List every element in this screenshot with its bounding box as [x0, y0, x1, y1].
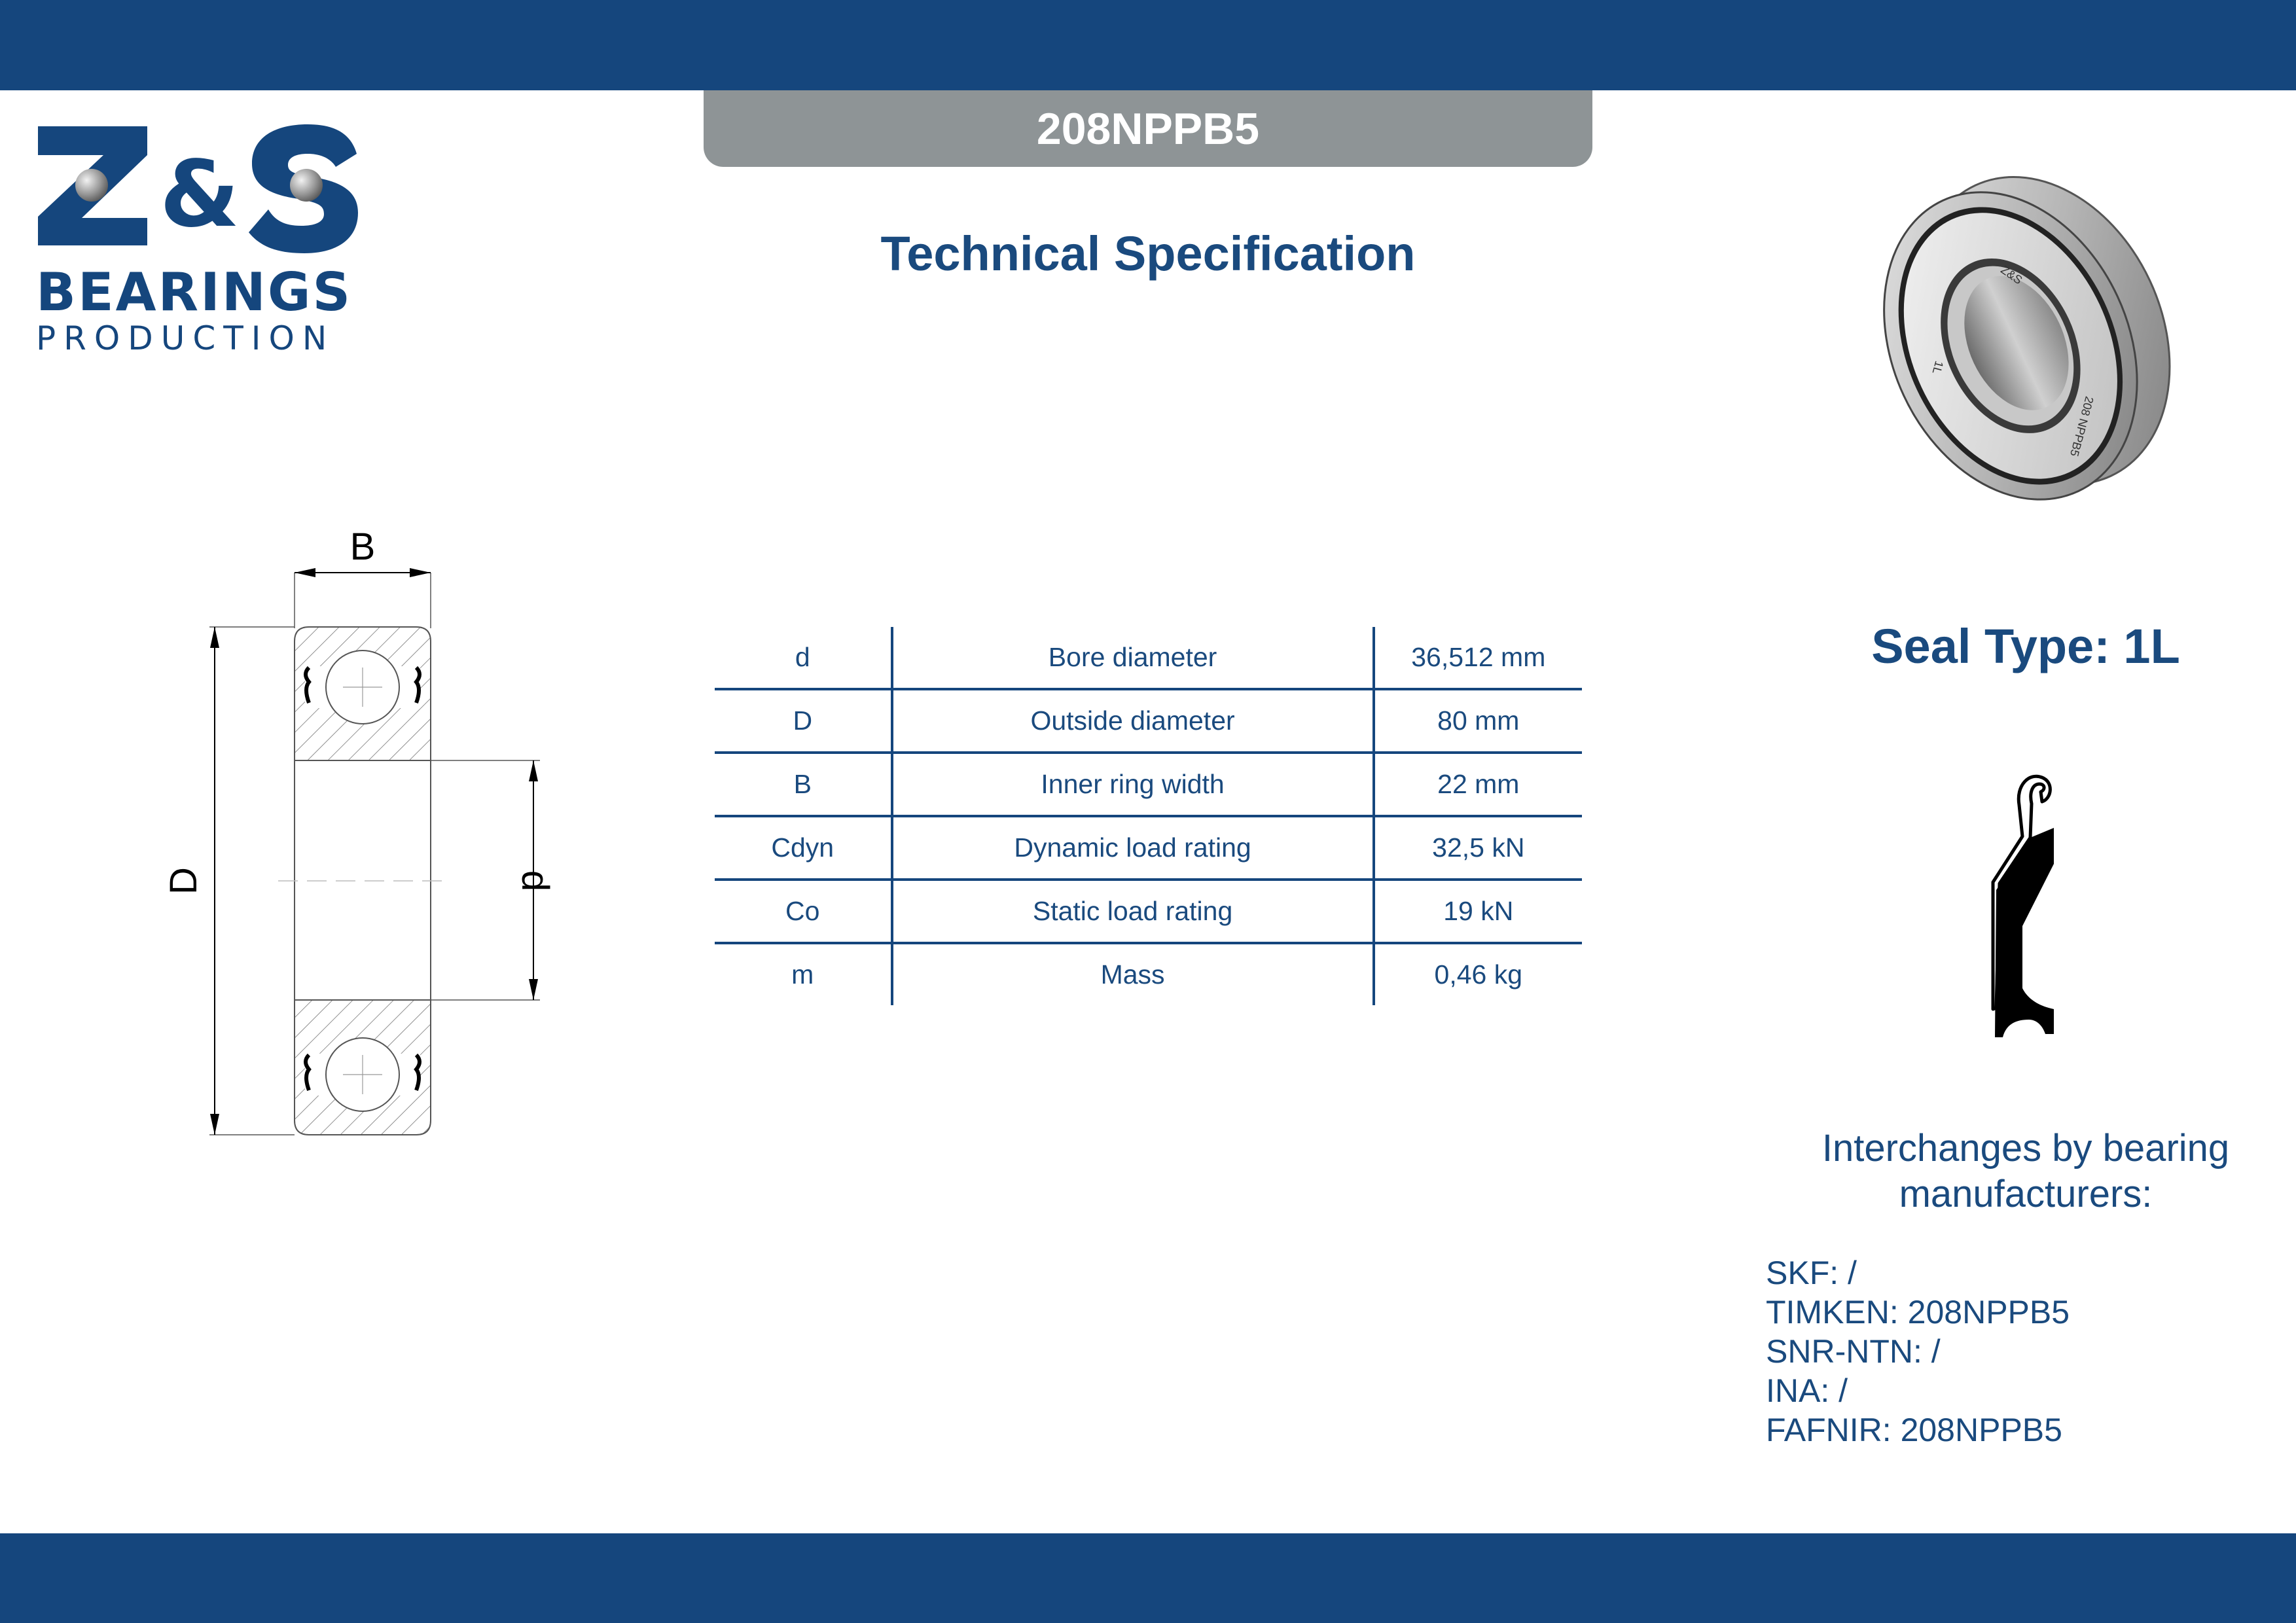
spec-symbol: Co — [715, 878, 893, 943]
dim-label-B: B — [350, 526, 376, 568]
spec-symbol: d — [715, 627, 893, 689]
model-header: 208NPPB5 — [704, 90, 1592, 167]
bearing-product-image: Z&S 208 NPPB5 1L — [1883, 175, 2171, 501]
logo-production-text: PRODUCTION — [36, 319, 335, 357]
spec-symbol: D — [715, 688, 893, 753]
spec-value: 22 mm — [1373, 751, 1582, 816]
spec-symbol: B — [715, 751, 893, 816]
top-banner — [0, 0, 2296, 90]
spec-name: Dynamic load rating — [891, 815, 1375, 880]
list-item: TIMKEN: 208NPPB5 — [1766, 1294, 2070, 1330]
svg-text:&: & — [160, 141, 240, 248]
dim-label-d: d — [514, 870, 556, 891]
seal-type-title: Seal Type: 1L — [1871, 619, 2180, 673]
spec-symbol: m — [715, 942, 893, 1005]
logo-bearings-text: BEARINGS — [36, 262, 353, 323]
spec-value: 0,46 kg — [1373, 942, 1582, 1005]
list-item: INA: / — [1766, 1372, 1848, 1409]
page-title: Technical Specification — [880, 226, 1416, 281]
spec-value: 80 mm — [1373, 688, 1582, 753]
spec-symbol: Cdyn — [715, 815, 893, 880]
interchanges-title-line1: Interchanges by bearing — [1821, 1127, 2230, 1169]
interchanges-list: SKF: / TIMKEN: 208NPPB5 SNR-NTN: / INA: … — [1766, 1253, 2070, 1450]
table-row: Cdyn Dynamic load rating 32,5 kN — [715, 815, 1582, 880]
table-row: m Mass 0,46 kg — [715, 942, 1582, 1005]
list-item: SKF: / — [1766, 1255, 1857, 1291]
spec-name: Bore diameter — [891, 627, 1375, 689]
spec-value: 32,5 kN — [1373, 815, 1582, 880]
list-item: FAFNIR: 208NPPB5 — [1766, 1412, 2062, 1448]
spec-value: 36,512 mm — [1411, 642, 1546, 672]
table-row: D Outside diameter 80 mm — [715, 688, 1582, 753]
spec-name: Inner ring width — [891, 751, 1375, 816]
table-row: d Bore diameter 36,512 mm — [715, 627, 1582, 689]
spec-name: Static load rating — [891, 878, 1375, 943]
interchanges-title: Interchanges by bearing manufacturers: — [1767, 1126, 2284, 1217]
table-row: B Inner ring width 22 mm — [715, 751, 1582, 816]
zs-logo-mark: & — [38, 124, 358, 253]
spec-value: 19 kN — [1373, 878, 1582, 943]
interchanges-title-line2: manufacturers: — [1899, 1173, 2153, 1215]
seal-profile-drawing — [1991, 774, 2054, 1037]
spec-name: Outside diameter — [891, 688, 1375, 753]
dim-label-D: D — [164, 867, 205, 895]
company-logo: & BEARINGS PRODUCTION — [36, 121, 363, 357]
spec-table: d Bore diameter 36,512 mm D Outside diam… — [715, 627, 1582, 1005]
bearing-cross-section-drawing: B D d — [164, 526, 556, 1135]
list-item: SNR-NTN: / — [1766, 1333, 1941, 1370]
spec-name: Mass — [891, 942, 1375, 1005]
bottom-banner — [0, 1533, 2296, 1623]
table-row: Co Static load rating 19 kN — [715, 878, 1582, 943]
